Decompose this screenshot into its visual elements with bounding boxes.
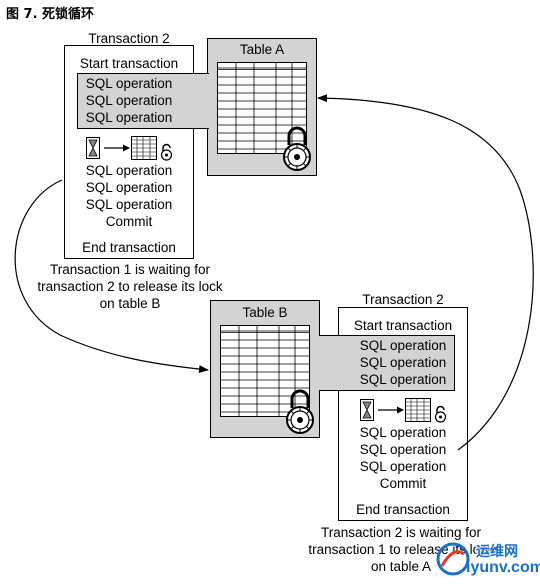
top-caption-line: transaction 2 to release its lock: [37, 279, 223, 294]
top-caption-line: Transaction 1 is waiting for: [49, 262, 211, 277]
top-commit: Commit: [105, 214, 153, 229]
table-grid-icon: [131, 136, 157, 160]
bottom-highlighted-op: SQL operation: [359, 355, 447, 370]
bottom-caption: Transaction 2 is waiting for transaction…: [291, 524, 511, 575]
bottom-end-transaction: End transaction: [356, 502, 450, 517]
top-op: SQL operation: [85, 163, 173, 178]
top-highlight: [77, 73, 194, 129]
top-start-transaction: Start transaction: [79, 56, 179, 71]
bottom-commit: Commit: [379, 476, 427, 491]
combination-lock-icon: [286, 389, 314, 434]
bottom-highlight: [338, 335, 455, 391]
table-b-grid: [220, 325, 310, 417]
bottom-highlighted-op: SQL operation: [359, 372, 447, 387]
top-op: SQL operation: [85, 197, 173, 212]
bottom-caption-line: Transaction 2 is waiting for: [320, 525, 482, 540]
watermark-url: iyunv.com: [466, 559, 540, 576]
arrow-icon: [104, 144, 130, 152]
bottom-op: SQL operation: [359, 425, 447, 440]
table-grid-icon: [405, 398, 431, 422]
table-a-grid: [217, 62, 307, 154]
bottom-start-transaction: Start transaction: [353, 318, 453, 333]
wait-arrow-to-table-b: [14, 179, 209, 374]
table-grid-lines: [218, 63, 306, 153]
table-a-label: Table A: [239, 42, 285, 57]
bottom-highlighted-op: SQL operation: [359, 338, 447, 353]
bottom-op: SQL operation: [359, 459, 447, 474]
padlock-icon: [434, 405, 447, 423]
bottom-caption-line: on table A: [370, 559, 432, 574]
table-grid-lines: [221, 326, 309, 416]
top-transaction-header: Transaction 2: [88, 31, 170, 46]
wait-arrow-to-table-a: [317, 94, 534, 451]
bottom-highlight-connector: [319, 335, 339, 391]
top-caption: Transaction 1 is waiting for transaction…: [20, 261, 240, 312]
top-op: SQL operation: [85, 180, 173, 195]
hourglass-icon: [360, 399, 374, 421]
top-highlighted-op: SQL operation: [85, 110, 173, 125]
top-highlighted-op: SQL operation: [85, 76, 173, 91]
table-b-label: Table B: [242, 305, 288, 320]
top-highlighted-op: SQL operation: [85, 93, 173, 108]
hourglass-icon: [86, 137, 100, 159]
bottom-transaction-header: Transaction 2: [362, 292, 444, 307]
bottom-op: SQL operation: [359, 442, 447, 457]
top-end-transaction: End transaction: [82, 240, 176, 255]
arrow-icon: [378, 406, 404, 414]
watermark: 运维网 iyunv.com: [436, 538, 540, 580]
combination-lock-icon: [283, 126, 311, 171]
figure-title: 图 7. 死锁循环: [6, 7, 95, 22]
watermark-logo-icon: [436, 542, 470, 576]
top-highlight-connector: [193, 73, 209, 129]
padlock-icon: [160, 143, 173, 161]
top-caption-line: on table B: [99, 296, 161, 311]
watermark-brand: 运维网: [476, 541, 518, 561]
